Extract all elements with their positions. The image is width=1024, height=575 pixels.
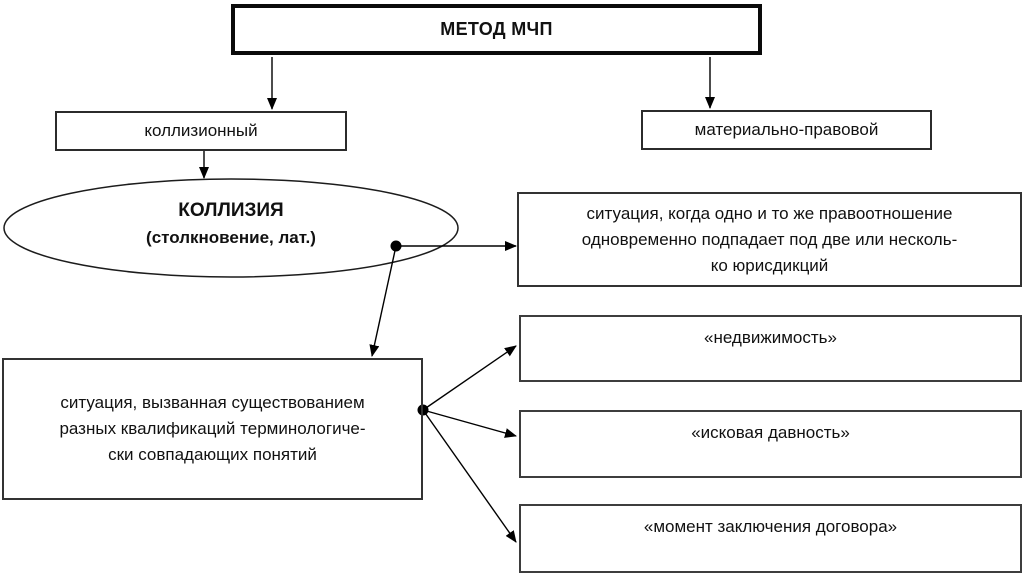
jurisdiction-definition-box: ситуация, когда одно и то же правоотноше… [517, 192, 1022, 287]
junction-dot-collision [390, 240, 402, 252]
collision-ellipse [3, 178, 459, 278]
qualification-definition-box: ситуация, вызванная существованием разны… [2, 358, 423, 500]
method-collisional-box: коллизионный [55, 111, 347, 151]
method-substantive-label: материально-правовой [694, 120, 879, 139]
jurisdiction-definition-line2: одновременно подпадает под две или неско… [581, 229, 958, 249]
method-collisional-label: коллизионный [144, 121, 258, 140]
arrow-fan-to-example-3 [422, 409, 517, 543]
example-contract-moment-label: «момент заключения договора» [643, 517, 898, 536]
qualification-definition-line1: ситуация, вызванная существованием [60, 393, 365, 412]
collision-term: КОЛЛИЗИЯ [178, 200, 284, 221]
arrow-fan-to-example-1 [422, 345, 517, 411]
jurisdiction-definition-line3: ко юрисдикций [710, 255, 829, 275]
example-contract-moment-box: «момент заключения договора» [519, 504, 1022, 573]
example-limitation-box: «исковая давность» [519, 410, 1022, 478]
qualification-definition-line3: ски совпадающих понятий [108, 445, 317, 464]
example-realty-box: «недвижимость» [519, 315, 1022, 382]
title-text: МЕТОД МЧП [440, 19, 553, 39]
example-limitation-label: «исковая давность» [691, 423, 850, 442]
qualification-definition-line2: разных квалификаций терминологиче- [59, 419, 366, 438]
junction-dot-qualification [417, 404, 429, 416]
arrow-fan-to-example-2 [422, 409, 517, 438]
title-box: МЕТОД МЧП [231, 4, 762, 55]
example-realty-label: «недвижимость» [704, 328, 837, 347]
jurisdiction-definition-line1: ситуация, когда одно и то же правоотноше… [586, 203, 953, 223]
method-substantive-box: материально-правовой [641, 110, 932, 150]
arrow-dot-to-qualification-def [369, 245, 397, 357]
collision-translation: (столкновение, лат.) [146, 228, 316, 247]
collision-ellipse-label: КОЛЛИЗИЯ (столкновение, лат.) [31, 197, 431, 251]
